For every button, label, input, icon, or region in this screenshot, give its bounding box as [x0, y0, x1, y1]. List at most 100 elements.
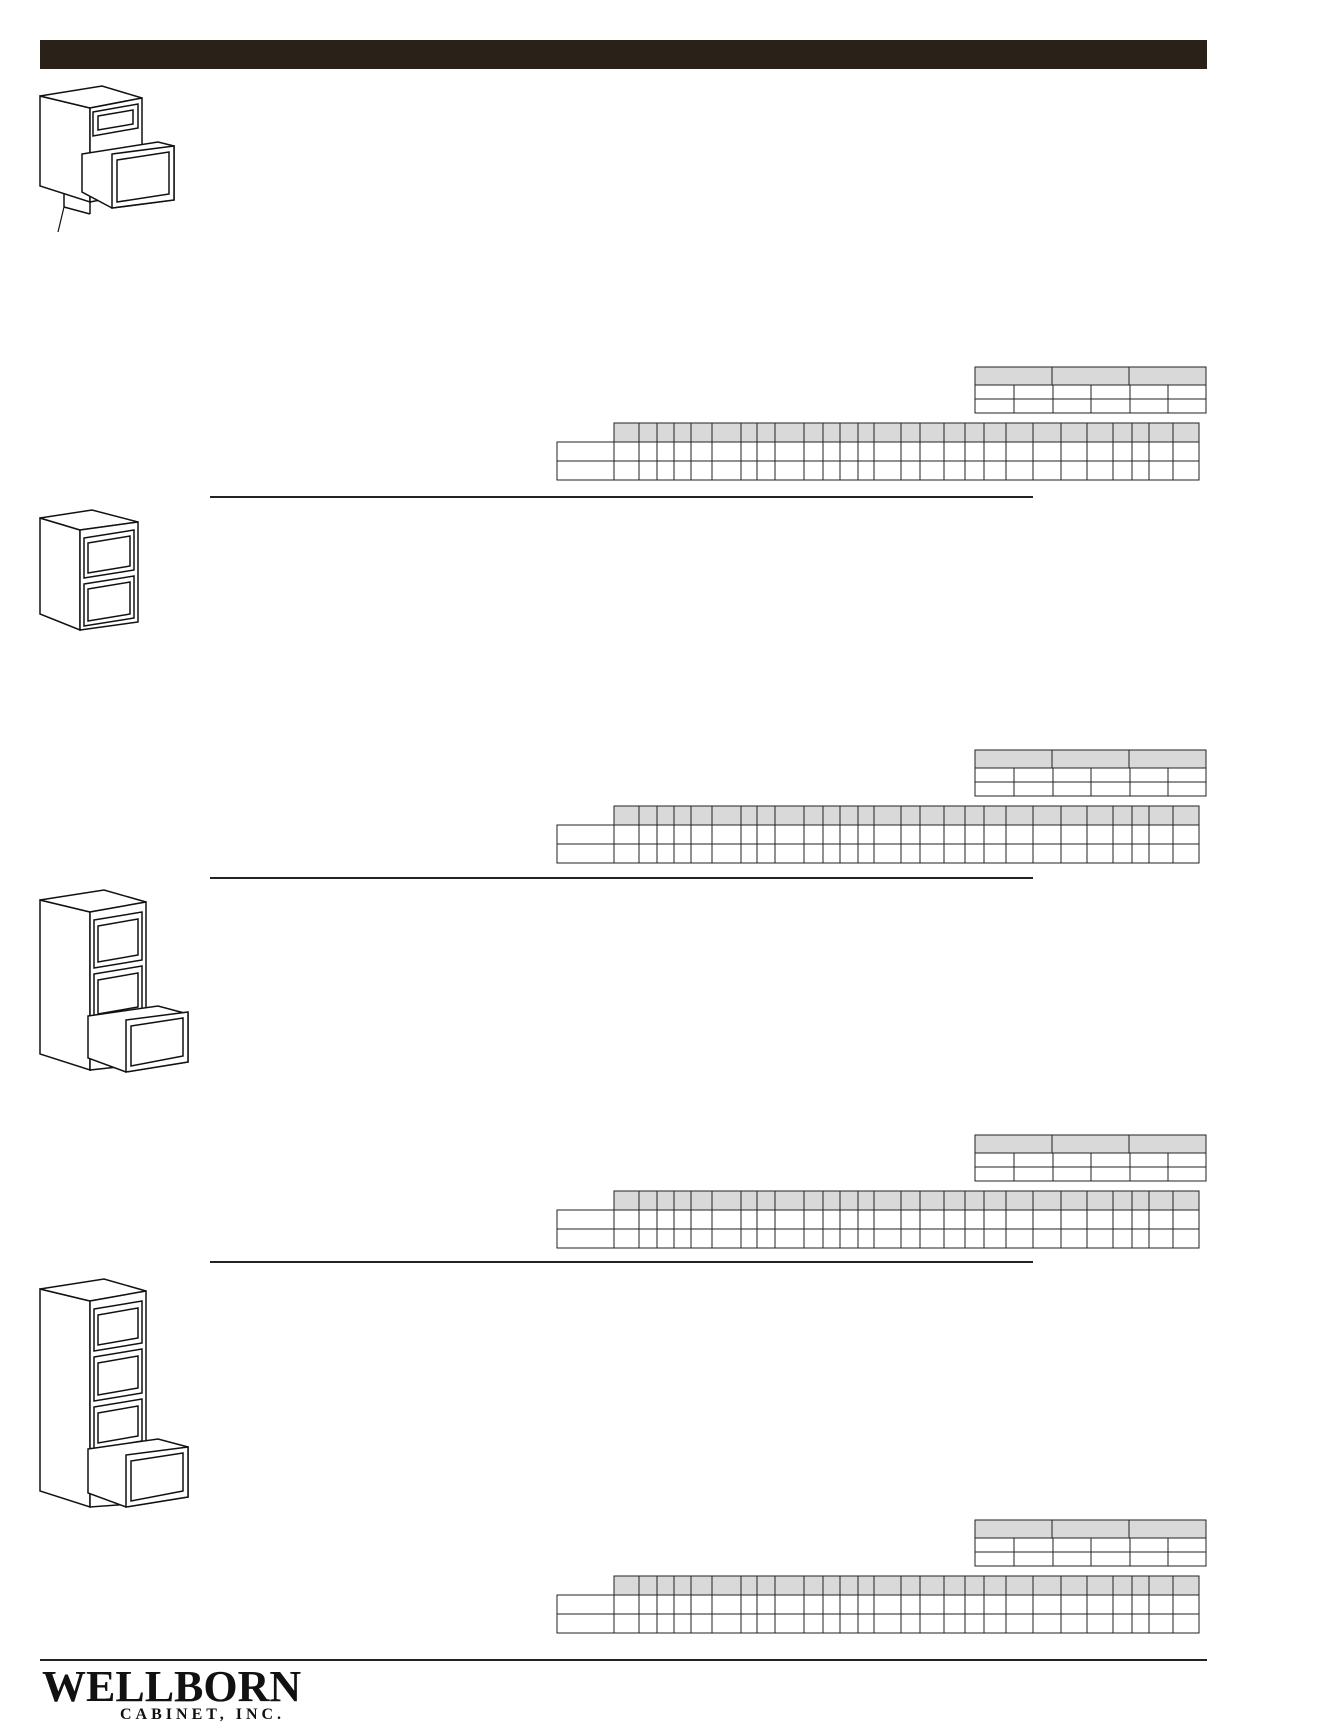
- table-cell: [613, 441, 640, 462]
- table-cell: [1086, 1613, 1114, 1634]
- table-header-cell: [740, 1190, 758, 1211]
- table-cell: [873, 1613, 902, 1634]
- table-header-cell: [943, 1575, 966, 1596]
- table-cell: [983, 1594, 1007, 1615]
- table-cell: [1167, 1152, 1207, 1168]
- table-header-cell: [774, 422, 805, 443]
- table-cell: [613, 460, 640, 481]
- table-cell: [1086, 441, 1114, 462]
- table-cell: [774, 460, 805, 481]
- table-cell: [556, 460, 615, 481]
- table-cell: [822, 460, 841, 481]
- table-header-cell: [964, 1575, 985, 1596]
- table-cell: [638, 1228, 658, 1249]
- table-cell: [919, 824, 945, 845]
- table-cell: [1060, 843, 1088, 864]
- table-cell: [1112, 1209, 1133, 1230]
- table-cell: [857, 1613, 875, 1634]
- table-cell: [839, 843, 859, 864]
- table-cell: [1112, 1594, 1133, 1615]
- table-cell: [756, 1228, 776, 1249]
- table-cell: [822, 441, 841, 462]
- table-header-cell: [756, 1575, 776, 1596]
- table-cell: [943, 441, 966, 462]
- table-cell: [1167, 767, 1207, 783]
- table-cell: [613, 1594, 640, 1615]
- table-cell: [974, 1537, 1015, 1553]
- table-cell: [1052, 767, 1092, 783]
- table-header-cell: [900, 1575, 921, 1596]
- table-cell: [1032, 1228, 1062, 1249]
- table-cell: [803, 1594, 824, 1615]
- table-cell: [656, 1613, 675, 1634]
- table-header-cell: [1112, 805, 1133, 826]
- table-cell: [974, 767, 1015, 783]
- table-cell: [690, 441, 713, 462]
- table-cell: [1129, 398, 1169, 414]
- table-header-cell: [1086, 1190, 1114, 1211]
- table-cell: [673, 1228, 692, 1249]
- table-header-cell: [638, 1190, 658, 1211]
- table-cell: [1112, 1228, 1133, 1249]
- table-cell: [839, 1228, 859, 1249]
- table-cell: [1060, 1594, 1088, 1615]
- table-cell: [1131, 843, 1150, 864]
- table-cell: [983, 1209, 1007, 1230]
- table-cell: [673, 1613, 692, 1634]
- table-cell: [822, 843, 841, 864]
- table-cell: [822, 1613, 841, 1634]
- table-cell: [964, 824, 985, 845]
- table-cell: [1090, 1152, 1131, 1168]
- table-cell: [774, 843, 805, 864]
- table-cell: [638, 843, 658, 864]
- table-cell: [974, 384, 1015, 400]
- table-header-cell: [1060, 1575, 1088, 1596]
- table-cell: [1167, 384, 1207, 400]
- table-header-cell: [1032, 1190, 1062, 1211]
- table-cell: [1052, 384, 1092, 400]
- table-cell: [1131, 1613, 1150, 1634]
- table-header-cell: [1032, 422, 1062, 443]
- table-cell: [1013, 767, 1054, 783]
- table-cell: [711, 1209, 742, 1230]
- table-cell: [740, 843, 758, 864]
- table-header-cell: [656, 1190, 675, 1211]
- table-cell: [690, 824, 713, 845]
- table-header-cell: [964, 1190, 985, 1211]
- table-header-cell: [613, 1190, 640, 1211]
- table-header-cell: [673, 1575, 692, 1596]
- table-cell: [900, 1209, 921, 1230]
- table-group-header-cell: [1128, 366, 1207, 386]
- table-header-cell: [711, 805, 742, 826]
- table-cell: [964, 1209, 985, 1230]
- table-header-cell: [1112, 1575, 1133, 1596]
- table-cell: [1148, 843, 1174, 864]
- table-cell: [740, 1613, 758, 1634]
- table-cell: [1148, 441, 1174, 462]
- table-cell: [1005, 1594, 1034, 1615]
- table-header-cell: [1060, 422, 1088, 443]
- table-cell: [1090, 1551, 1131, 1567]
- table-cell: [756, 460, 776, 481]
- table-header-cell: [740, 1575, 758, 1596]
- table-header-cell: [656, 422, 675, 443]
- table-cell: [900, 824, 921, 845]
- table-cell: [756, 1209, 776, 1230]
- table-cell: [690, 1228, 713, 1249]
- table-header-cell: [656, 1575, 675, 1596]
- table-cell: [1131, 1594, 1150, 1615]
- table-header-cell: [983, 1190, 1007, 1211]
- table-group-header-cell: [1128, 749, 1207, 769]
- table-header-cell: [900, 1190, 921, 1211]
- table-header-cell: [803, 422, 824, 443]
- table-header-cell: [964, 422, 985, 443]
- table-cell: [756, 824, 776, 845]
- table-cell: [919, 843, 945, 864]
- table-header-cell: [839, 1190, 859, 1211]
- price-table-group-4: [556, 1519, 1207, 1635]
- table-group-header-cell: [1128, 1519, 1207, 1539]
- table-cell: [1090, 1166, 1131, 1182]
- table-cell: [556, 1594, 615, 1615]
- table-cell: [964, 441, 985, 462]
- table-header-cell: [1112, 1190, 1133, 1211]
